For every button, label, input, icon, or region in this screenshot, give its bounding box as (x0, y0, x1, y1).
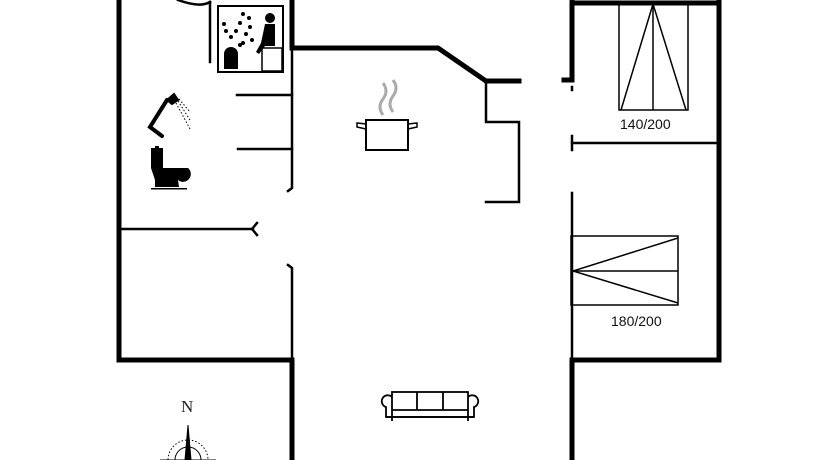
toilet-icon (151, 146, 191, 190)
door-hook (250, 221, 259, 237)
kitchen-counter (484, 79, 521, 204)
cooking-pot-icon (356, 79, 418, 151)
bed-icon-180 (570, 235, 679, 306)
bed-icon-140 (618, 1, 689, 111)
bed-size-label-2: 180/200 (611, 313, 662, 329)
shower-icon (147, 92, 191, 138)
wall-bath-right (286, 46, 294, 193)
door-arc (176, 0, 212, 6)
wall-kitchen-top (289, 45, 522, 84)
walls (116, 0, 722, 460)
sauna-icon (217, 5, 284, 73)
bed-size-label-1: 140/200 (620, 116, 671, 132)
sofa-icon (380, 391, 480, 421)
wall-hall-right (286, 263, 294, 460)
compass-icon (160, 424, 216, 460)
compass-north-label: N (181, 397, 194, 416)
